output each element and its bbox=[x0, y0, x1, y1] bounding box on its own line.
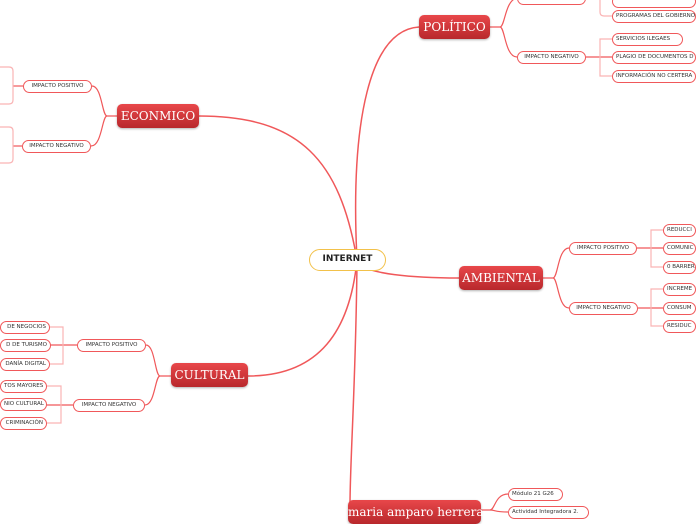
ambiental-leaf[interactable]: REDUCCI bbox=[663, 224, 696, 237]
politico-positive-node[interactable] bbox=[517, 0, 586, 5]
ambiental-leaf[interactable]: CONSUM bbox=[663, 302, 696, 315]
ambiental-negative-node[interactable]: IMPACTO NEGATIVO bbox=[569, 302, 638, 315]
branch-ambiental[interactable]: AMBIENTAL bbox=[459, 266, 543, 290]
politico-leaf-hidden[interactable] bbox=[612, 0, 696, 8]
author-leaf[interactable]: Módulo 21 G26 bbox=[508, 488, 563, 501]
economico-positive-node[interactable]: IMPACTO POSITIVO bbox=[23, 80, 92, 93]
politico-negative-node[interactable]: IMPACTO NEGATIVO bbox=[517, 51, 586, 64]
cultural-leaf[interactable]: D DE TURISMO bbox=[0, 339, 51, 352]
economico-negative-node[interactable]: IMPACTO NEGATIVO bbox=[22, 140, 91, 153]
cultural-negative-node[interactable]: IMPACTO NEGATIVO bbox=[73, 399, 145, 412]
author-leaf[interactable]: Actividad Integradora 2. bbox=[508, 506, 589, 519]
ambiental-positive-node[interactable]: IMPACTO POSITIVO bbox=[569, 242, 637, 255]
cultural-leaf[interactable]: NIO CULTURAL bbox=[0, 398, 47, 411]
central-topic[interactable]: INTERNET bbox=[309, 249, 386, 271]
ambiental-leaf[interactable]: RESIDUC bbox=[663, 320, 696, 333]
branch-economico[interactable]: ECONMICO bbox=[117, 104, 199, 128]
ambiental-leaf[interactable]: COMUNIC bbox=[663, 242, 696, 255]
politico-leaf[interactable]: PLAGIO DE DOCUMENTOS D bbox=[612, 51, 696, 64]
cultural-leaf[interactable]: CRIMINACIÓN bbox=[0, 417, 47, 430]
politico-leaf[interactable]: PROGRAMAS DEL GOBIERNO bbox=[612, 10, 696, 23]
cultural-leaf[interactable]: TOS MAYORES bbox=[0, 380, 47, 393]
branch-cultural[interactable]: CULTURAL bbox=[171, 363, 248, 387]
ambiental-leaf[interactable]: 0 BARRER bbox=[663, 261, 696, 274]
cultural-leaf[interactable]: DANÍA DIGITAL bbox=[0, 358, 50, 371]
politico-leaf[interactable]: INFORMACIÓN NO CERTERA bbox=[612, 70, 696, 83]
branch-politico[interactable]: POLÍTICO bbox=[419, 15, 490, 39]
branch-author[interactable]: maria amparo herrera bbox=[348, 500, 484, 524]
cultural-positive-node[interactable]: IMPACTO POSITIVO bbox=[77, 339, 146, 352]
cultural-leaf[interactable]: DE NEGOCIOS bbox=[0, 321, 50, 334]
politico-leaf[interactable]: SERVICIOS ILEGAES bbox=[612, 33, 683, 46]
ambiental-leaf[interactable]: INCREME bbox=[663, 283, 696, 296]
